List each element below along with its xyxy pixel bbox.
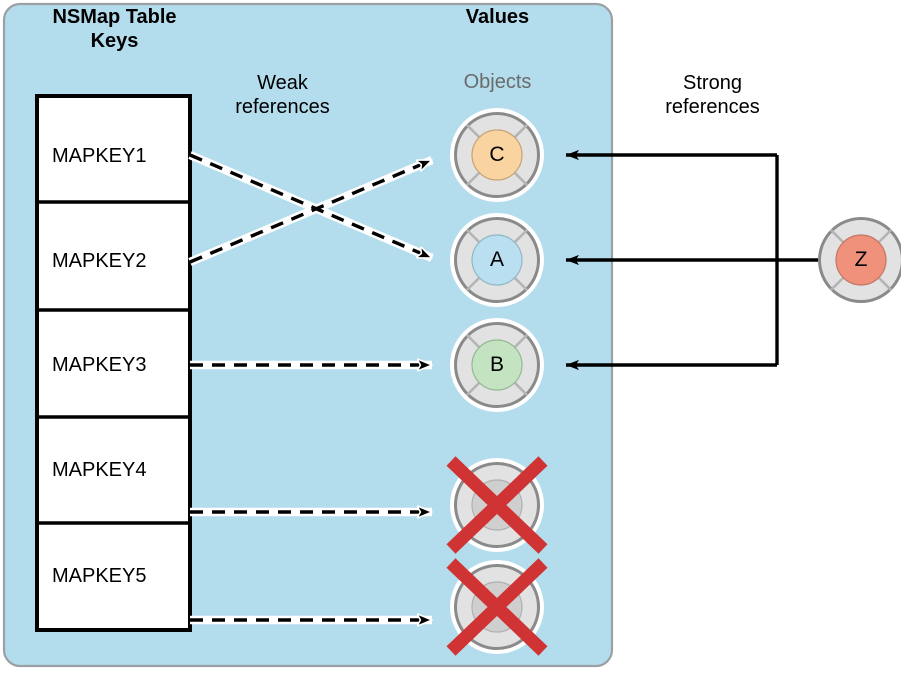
object-z-core [835,234,887,286]
object-deallocated-2 [446,558,548,656]
object-z-letter: Z [854,248,868,271]
object-a-core [471,234,523,286]
object-z [818,217,901,303]
table-row-mapkey5[interactable]: MAPKEY5 [52,565,147,587]
weak-reference-arrows [188,151,434,620]
object-c-letter: C [489,143,505,166]
object-deallocated-1 [446,456,548,554]
values-title: Values [465,6,530,28]
table-row-mapkey4[interactable]: MAPKEY4 [52,459,147,481]
strong-references-label: Strong references [665,72,760,118]
object-a-letter: A [489,248,504,271]
object-c [448,106,546,204]
strong-reference-arrows [566,149,818,371]
nsmap-key-table [35,94,192,632]
object-b [448,316,546,414]
object-b-letter: B [489,353,504,376]
object-c-core [471,129,523,181]
weak-references-label: Weak references [235,72,330,118]
nsmap-table-keys-title: NSMap Table Keys [52,6,177,52]
table-row-mapkey2[interactable]: MAPKEY2 [52,250,147,272]
table-row-mapkey1[interactable]: MAPKEY1 [52,145,147,167]
cross-out-icon [446,456,548,554]
objects-label: Objects [463,71,532,93]
cross-out-icon [446,558,548,656]
table-row-mapkey3[interactable]: MAPKEY3 [52,354,147,376]
object-b-core [471,339,523,391]
object-a [448,211,546,309]
